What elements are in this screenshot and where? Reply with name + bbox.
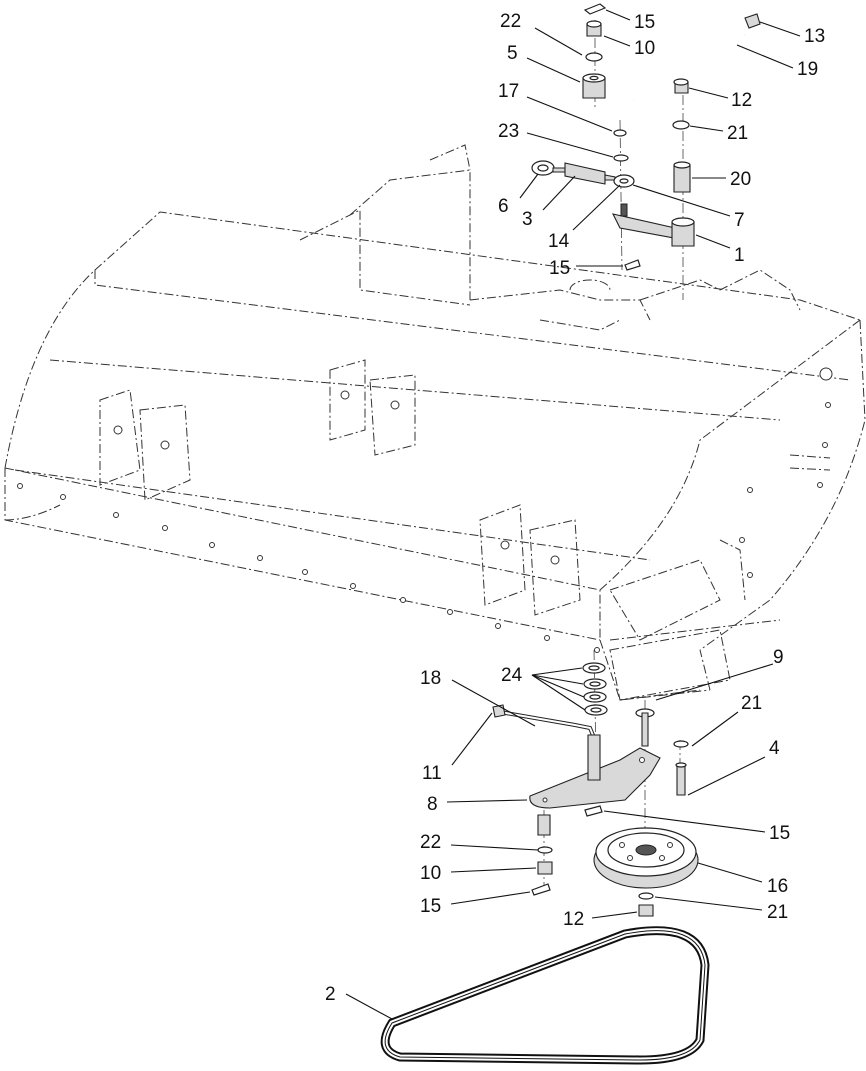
callout-7: 7 <box>734 210 745 231</box>
callout-6: 6 <box>498 196 509 217</box>
idler-arm-8 <box>529 734 661 809</box>
turnbuckle-3 <box>531 160 635 188</box>
washer-21-bottom <box>638 892 654 900</box>
callout-17: 17 <box>498 81 519 102</box>
callout-11: 11 <box>422 763 442 784</box>
bolt-9 <box>635 708 655 747</box>
belt-2 <box>380 926 710 1065</box>
bolt-4 <box>675 762 687 796</box>
cotter-pin-top <box>583 3 607 15</box>
nut-17 <box>613 129 627 137</box>
washer-21-top <box>672 120 690 130</box>
rod-18 <box>499 710 597 741</box>
callout-18: 18 <box>420 668 441 689</box>
leader-lines <box>345 9 801 1020</box>
callout-16: 16 <box>767 876 788 897</box>
washers-24 <box>582 662 608 716</box>
cotter-pin-15-lower <box>584 805 603 817</box>
nut-10-lower <box>537 861 553 875</box>
spindle-lower <box>537 814 551 836</box>
callout-21-top: 21 <box>727 123 748 144</box>
callout-21-bottom: 21 <box>767 902 788 923</box>
callout-14: 14 <box>548 231 570 252</box>
callout-9: 9 <box>773 647 784 668</box>
callout-13: 13 <box>804 26 825 47</box>
idler-arm-1 <box>611 203 695 247</box>
callout-22-top: 22 <box>500 11 521 32</box>
nut-10-top <box>586 20 602 37</box>
deck-housing <box>4 144 866 701</box>
callout-4: 4 <box>769 738 780 759</box>
pulley-16 <box>593 827 699 889</box>
cotter-pin-15-bottom <box>531 883 551 896</box>
callout-15-lower: 15 <box>769 823 790 844</box>
callout-15-mid: 15 <box>549 258 570 279</box>
spacer-20 <box>673 161 691 193</box>
bushing-5 <box>582 73 606 99</box>
callout-22-lower: 22 <box>420 832 441 853</box>
nut-13 <box>744 13 761 29</box>
callout-8: 8 <box>427 794 438 815</box>
callout-21-mid: 21 <box>741 693 762 714</box>
washer-22-lower <box>537 846 553 854</box>
deck-holes <box>17 367 833 653</box>
callout-5: 5 <box>507 43 518 64</box>
callout-10-top: 10 <box>634 38 655 59</box>
callout-12-top: 12 <box>731 90 752 111</box>
cotter-pin-15-mid <box>624 259 641 271</box>
callout-10-lower: 10 <box>420 863 441 884</box>
callout-labels: 15 22 10 13 5 19 12 17 21 23 20 6 3 7 14… <box>325 11 825 1005</box>
rod-19 <box>632 34 746 101</box>
callout-15-bottom: 15 <box>420 896 441 917</box>
callout-1: 1 <box>734 245 745 266</box>
callout-2: 2 <box>325 984 336 1005</box>
center-lines-upper <box>594 20 684 300</box>
callout-15-top: 15 <box>634 12 655 33</box>
nut-12-bottom <box>638 904 654 917</box>
callout-20: 20 <box>730 169 751 190</box>
washer-21-mid <box>673 740 689 748</box>
callout-3: 3 <box>522 209 533 230</box>
nut-12-top <box>673 78 689 94</box>
washer-23 <box>613 154 629 162</box>
washer-22-top <box>585 52 603 62</box>
nut-11 <box>492 704 506 718</box>
callout-12-bottom: 12 <box>563 909 584 930</box>
callout-24: 24 <box>501 665 523 686</box>
callout-23: 23 <box>498 121 519 142</box>
callout-19: 19 <box>797 59 818 80</box>
